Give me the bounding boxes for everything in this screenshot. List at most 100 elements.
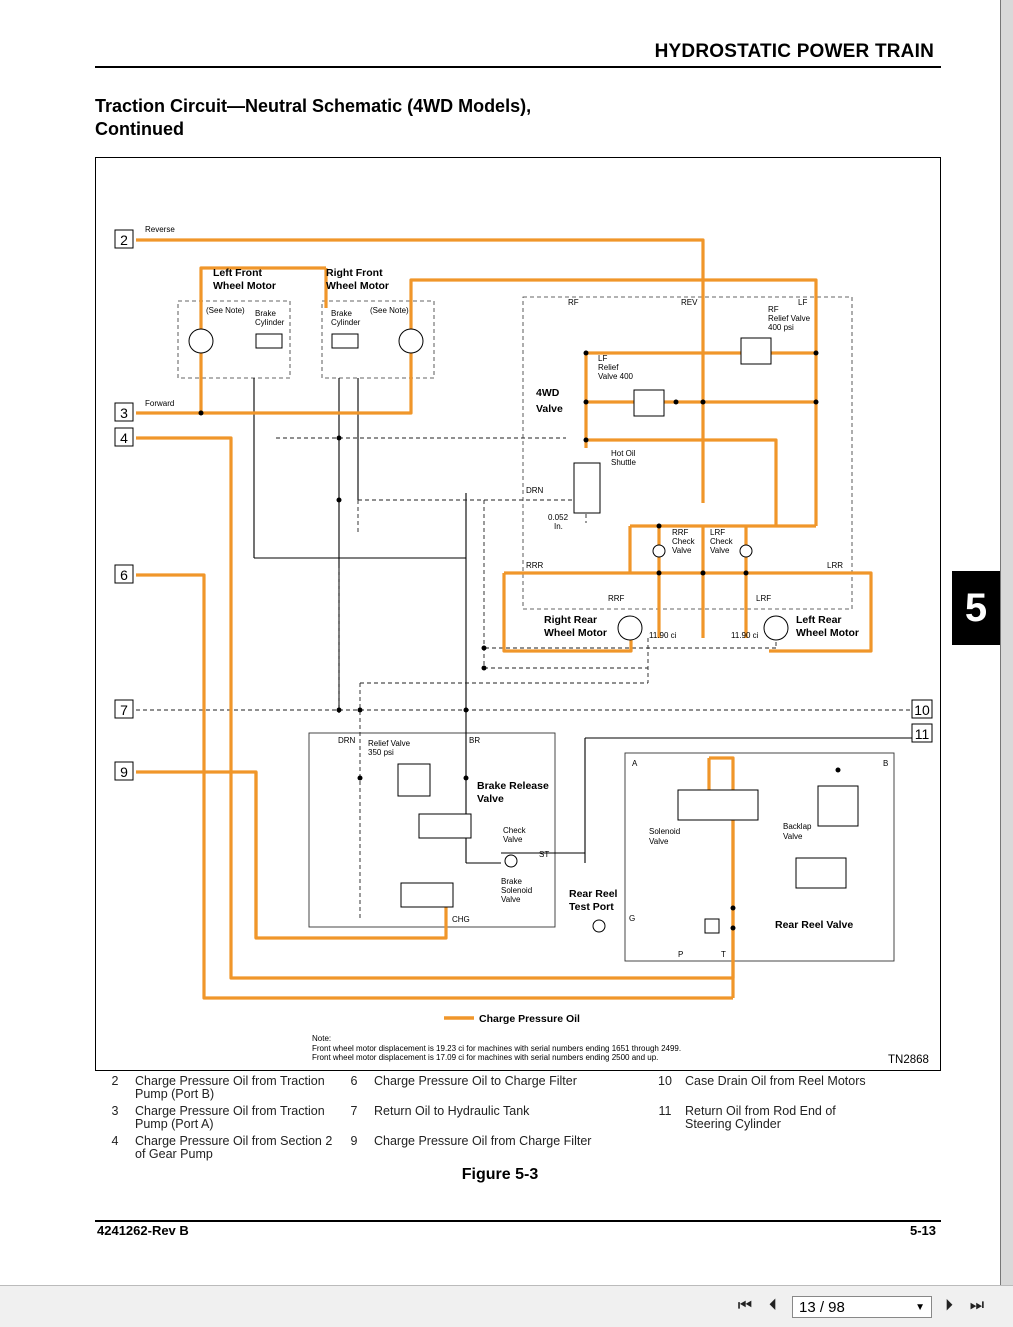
brake-release-spool (418, 813, 472, 839)
callout-2: 2 (120, 232, 128, 248)
label-rr-motor-2: Wheel Motor (544, 627, 607, 639)
chapter-tab: 5 (952, 571, 1000, 645)
label-4wd-2: Valve (536, 403, 563, 415)
label-rrf-check-3: Valve (672, 546, 692, 555)
label-solenoid-valve-1: Solenoid (649, 827, 680, 836)
label-note-2: Front wheel motor displacement is 17.09 … (312, 1053, 658, 1062)
4wd-valve-box (522, 296, 853, 610)
label-br-port: BR (469, 736, 480, 745)
label-brake-release-2: Valve (477, 793, 504, 805)
label-see-note-r: (See Note) (370, 306, 409, 315)
brake-check-valve (504, 854, 518, 868)
label-br-relief-1: Relief Valve (368, 739, 411, 748)
manual-page: HYDROSTATIC POWER TRAIN Traction Circuit… (0, 0, 1000, 1285)
label-t-port: T (721, 950, 726, 959)
label-hot-oil-2: Shuttle (611, 458, 636, 467)
label-note-head: Note: (312, 1034, 331, 1043)
label-backlap-1: Backlap (783, 822, 812, 831)
page-indicator: 13 / 98 (799, 1299, 845, 1316)
label-tn: TN2868 (888, 1054, 929, 1066)
figure-caption: Figure 5-3 (461, 1166, 539, 1183)
label-brake-cyl-l-2: Cylinder (255, 318, 285, 327)
label-lrf-check-1: LRF (710, 528, 725, 537)
callout-11: 11 (915, 726, 930, 742)
hydraulic-schematic: 2 3 4 6 7 9 10 11 Reverse Forward R (95, 157, 941, 1071)
label-lrf-check-2: Check (710, 537, 734, 546)
page-select[interactable]: 13 / 98 ▼ (792, 1296, 932, 1318)
section-title-line1: Traction Circuit—Neutral Schematic (4WD … (95, 96, 532, 116)
lf-motor-box (177, 300, 291, 379)
backlap-valve (795, 857, 847, 889)
first-page-icon[interactable]: ⏮ (737, 1297, 753, 1314)
label-brake-sol-1: Brake (501, 877, 522, 886)
label-orifice-1: 0.052 (548, 513, 569, 522)
label-forward: Forward (145, 399, 174, 408)
label-rf-motor-1: Right Front (326, 267, 383, 279)
label-rrf: RRF (608, 594, 625, 603)
footer-rule (95, 1220, 941, 1222)
schematic-svg: 2 3 4 6 7 9 10 11 Reverse Forward R (114, 225, 933, 1066)
label-rf-relief-3: 400 psi (768, 323, 794, 332)
label-rear-reel-valve: Rear Reel Valve (775, 919, 853, 931)
label-lr-motor-2: Wheel Motor (796, 627, 859, 639)
label-lrr: LRR (827, 561, 843, 570)
label-rf-port: RF (568, 298, 579, 307)
label-st-port: ST (539, 850, 549, 859)
callout-4: 4 (120, 430, 128, 446)
label-rf-relief-1: RF (768, 305, 779, 314)
label-lf-port: LF (798, 298, 807, 307)
label-lrf: LRF (756, 594, 771, 603)
label-rr-motor-1: Right Rear (544, 614, 597, 626)
label-backlap-2: Valve (783, 832, 803, 841)
reel-solenoid-valve (677, 789, 759, 821)
section-title: Traction Circuit—Neutral Schematic (4WD … (95, 95, 531, 141)
label-disp-l: 11.90 ci (731, 631, 759, 640)
label-brake-sol-3: Valve (501, 895, 521, 904)
label-hot-oil-1: Hot Oil (611, 449, 636, 458)
brake-relief-valve (397, 763, 431, 797)
section-title-line2: Continued (95, 119, 184, 139)
label-brake-cyl-r-1: Brake (331, 309, 352, 318)
label-reel-b: B (883, 759, 888, 768)
label-rrr: RRR (526, 561, 544, 570)
label-legend: Charge Pressure Oil (479, 1013, 580, 1025)
rf-relief-valve (740, 337, 772, 365)
label-lr-motor-1: Left Rear (796, 614, 842, 626)
chevron-down-icon: ▼ (915, 1302, 925, 1313)
rf-brake-cylinder (331, 333, 359, 349)
page-edge (1000, 0, 1013, 1285)
prev-page-icon[interactable]: ⏴ (768, 1297, 777, 1314)
label-g-port: G (629, 914, 635, 923)
last-page-icon[interactable]: ⏭ (969, 1297, 985, 1314)
label-note-1: Front wheel motor displacement is 19.23 … (312, 1044, 681, 1053)
label-lf-motor-2: Wheel Motor (213, 280, 276, 292)
label-orifice-2: In. (554, 522, 563, 531)
label-rf-relief-2: Relief Valve (768, 314, 811, 323)
footer-page-ref: 5-13 (909, 1223, 936, 1238)
label-solenoid-valve-2: Valve (649, 837, 669, 846)
lrf-check-valve (739, 544, 753, 558)
label-brake-cyl-r-2: Cylinder (331, 318, 361, 327)
test-port-check (592, 919, 606, 933)
label-lrf-check-3: Valve (710, 546, 730, 555)
rear-reel-box (624, 752, 895, 962)
lf-motor-symbol (188, 328, 214, 354)
test-port-coupler (704, 918, 720, 934)
hot-oil-shuttle (573, 462, 601, 514)
rr-motor-symbol (617, 615, 643, 641)
label-br-drn: DRN (338, 736, 356, 745)
label-brake-sol-2: Solenoid (501, 886, 532, 895)
label-reel-a: A (632, 759, 638, 768)
label-brake-release-1: Brake Release (477, 780, 549, 792)
label-see-note-l: (See Note) (206, 306, 245, 315)
label-chg-port: CHG (452, 915, 470, 924)
label-4wd-1: 4WD (536, 387, 560, 399)
label-test-port-2: Test Port (569, 901, 614, 913)
label-lf-relief-1: LF (598, 354, 607, 363)
header-rule (95, 66, 941, 68)
callout-3: 3 (120, 405, 128, 421)
next-page-icon[interactable]: ⏵ (944, 1297, 953, 1314)
label-check-valve-2: Valve (503, 835, 523, 844)
callout-10: 10 (914, 702, 930, 718)
label-reverse: Reverse (145, 225, 175, 234)
